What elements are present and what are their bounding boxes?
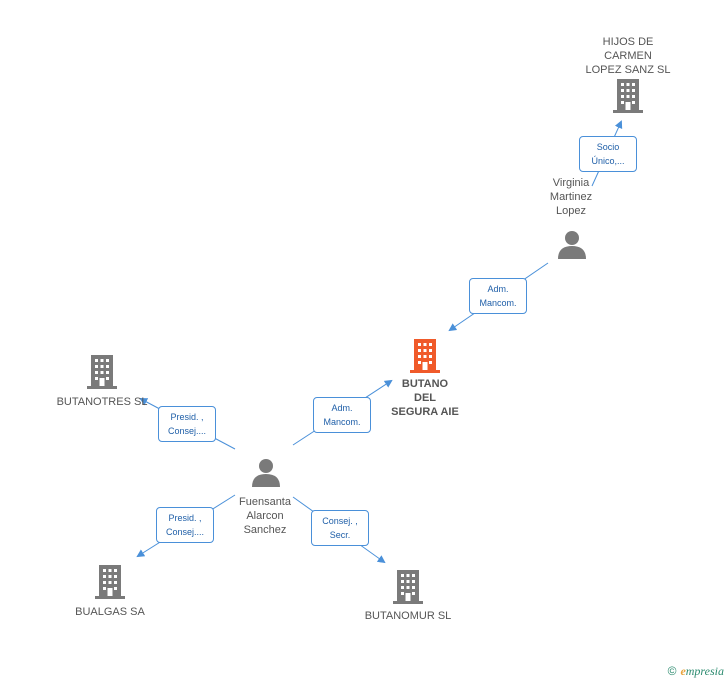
relation-line2: Consej.... <box>167 426 207 436</box>
building-icon <box>95 565 125 599</box>
brand-name: mpresia <box>685 664 724 678</box>
building-icon <box>393 570 423 604</box>
copyright-symbol: © <box>667 664 677 678</box>
node-hijos-de-carmen-lopez-sanz[interactable]: HIJOS DE CARMEN LOPEZ SANZ SL <box>578 35 678 113</box>
relation-line2: Mancom. <box>479 298 517 308</box>
relation-label-fuensanta-butanomur[interactable]: Consej. , Secr. <box>311 510 369 546</box>
relation-label-fuensanta-butanotres[interactable]: Presid. , Consej.... <box>158 406 216 442</box>
node-label: Fuensanta Alarcon Sanchez <box>239 496 291 536</box>
node-label: BUTANO DEL SEGURA AIE <box>391 378 459 418</box>
relation-line1: Presid. , <box>168 513 202 523</box>
node-label: BUTANOTRES SL <box>56 396 148 408</box>
relation-line1: Adm. <box>487 284 509 294</box>
relation-line2: Único,... <box>591 156 625 166</box>
node-label: Virginia Martinez Lopez <box>549 177 593 217</box>
relation-label-fuensanta-butano[interactable]: Adm. Mancom. <box>313 397 371 433</box>
empresia-brand-logo: ©empresia <box>668 664 724 679</box>
relation-line1: Presid. , <box>170 412 204 422</box>
node-butanotres-sl[interactable]: BUTANOTRES SL <box>47 355 157 409</box>
brand-initial: e <box>680 664 686 678</box>
building-icon <box>410 339 440 373</box>
relation-line1: Adm. <box>331 403 353 413</box>
node-butano-del-segura-aie[interactable]: BUTANO DEL SEGURA AIE <box>383 339 467 419</box>
relation-label-virginia-butano[interactable]: Adm. Mancom. <box>469 278 527 314</box>
relation-line1: Socio <box>596 142 620 152</box>
person-icon <box>558 231 586 259</box>
node-label: HIJOS DE CARMEN LOPEZ SANZ SL <box>585 36 671 76</box>
node-fuensanta-alarcon-sanchez[interactable]: Fuensanta Alarcon Sanchez <box>226 495 304 537</box>
node-label: BUTANOMUR SL <box>364 610 452 622</box>
node-label: BUALGAS SA <box>75 606 145 618</box>
relation-line2: Mancom. <box>323 417 361 427</box>
relation-line2: Secr. <box>329 530 351 540</box>
building-icon <box>87 355 117 389</box>
node-butanomur-sl[interactable]: BUTANOMUR SL <box>356 570 460 623</box>
node-virginia-martinez-lopez[interactable]: Virginia Martinez Lopez <box>535 176 607 218</box>
node-bualgas-sa[interactable]: BUALGAS SA <box>60 565 160 619</box>
person-icon <box>252 459 280 487</box>
relation-label-virginia-hijos[interactable]: Socio Único,... <box>579 136 637 172</box>
relation-label-fuensanta-bualgas[interactable]: Presid. , Consej.... <box>156 507 214 543</box>
building-icon <box>613 79 643 113</box>
relation-line1: Consej. , <box>322 516 358 526</box>
relation-line2: Consej.... <box>165 527 205 537</box>
